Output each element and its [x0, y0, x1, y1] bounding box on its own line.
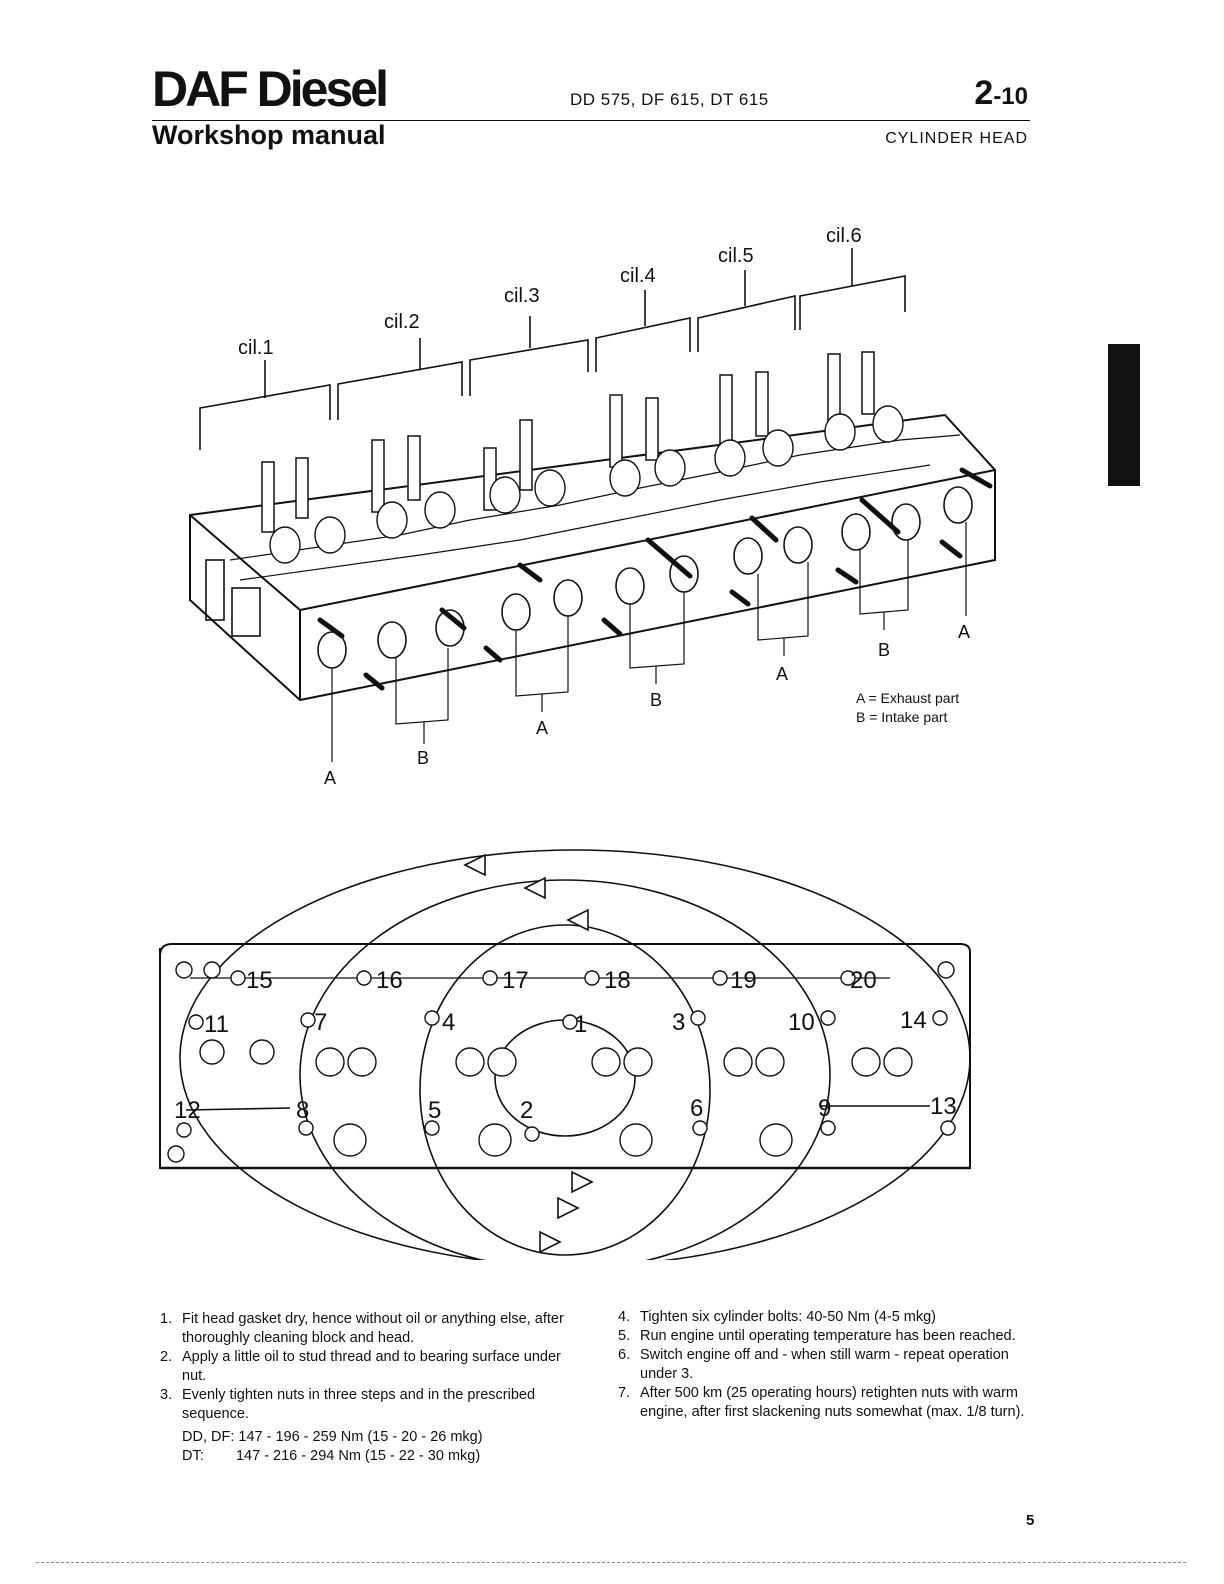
step-number: 4. — [618, 1309, 631, 1325]
header-rule — [152, 120, 1030, 121]
step-number: 7. — [618, 1385, 631, 1401]
torque-dd-df: DD, DF: 147 - 196 - 259 Nm (15 - 20 - 26… — [182, 1429, 483, 1445]
section-title: CYLINDER HEAD — [885, 130, 1028, 147]
step-number: 3. — [160, 1387, 173, 1403]
bolt-number-18: 18 — [604, 967, 631, 994]
model-list: DD 575, DF 615, DT 615 — [570, 90, 769, 109]
port-label-a: A — [776, 664, 788, 684]
instruction-step: 3. Evenly tighten nuts in three steps and… — [160, 1386, 580, 1424]
step-text: Run engine until operating temperature h… — [640, 1328, 1016, 1344]
bolt-number-19: 19 — [730, 967, 757, 994]
step-number: 5. — [618, 1328, 631, 1344]
legend-intake: B = Intake part — [856, 709, 948, 725]
cylinder-label-5: cil.5 — [718, 245, 754, 267]
instruction-step: 5. Run engine until operating temperature… — [618, 1327, 1038, 1346]
step-number: 1. — [160, 1311, 173, 1327]
bolt-number-2: 2 — [520, 1097, 533, 1124]
page-number: 5 — [1026, 1512, 1035, 1529]
step-text: Evenly tighten nuts in three steps and i… — [182, 1387, 536, 1422]
port-label-a: A — [324, 768, 336, 788]
bolt-number-3: 3 — [672, 1009, 685, 1036]
legend-exhaust: A = Exhaust part — [856, 690, 959, 706]
manual-subtitle: Workshop manual — [152, 120, 386, 150]
page-code: 2-10 — [974, 76, 1028, 110]
bolt-number-9: 9 — [818, 1095, 831, 1122]
page-code-sub: -10 — [993, 83, 1028, 110]
instruction-step: 6. Switch engine off and - when still war… — [618, 1346, 1038, 1384]
brand-title: DAF Diesel — [152, 61, 389, 117]
bolt-number-15: 15 — [246, 967, 273, 994]
instruction-step: 4. Tighten six cylinder bolts: 40-50 Nm (… — [618, 1308, 1038, 1327]
port-label-b: B — [417, 748, 429, 768]
step-number: 6. — [618, 1347, 631, 1363]
bolt-number-1: 1 — [574, 1011, 587, 1038]
cylinder-head-diagram: cil.1 cil.2 cil.3 cil.4 cil.5 cil.6 A B … — [189, 225, 996, 788]
instructions-left: 1. Fit head gasket dry, hence without oil… — [160, 1310, 580, 1466]
step-text: Switch engine off and - when still warm … — [640, 1347, 1009, 1382]
bolt-number-16: 16 — [376, 967, 403, 994]
bolt-number-10: 10 — [788, 1009, 815, 1036]
instruction-step: 1. Fit head gasket dry, hence without oil… — [160, 1310, 580, 1348]
cylinder-label-2: cil.2 — [384, 311, 420, 333]
step-text: Tighten six cylinder bolts: 40-50 Nm (4-… — [640, 1309, 937, 1325]
port-label-b: B — [878, 640, 890, 660]
bolt-number-11: 11 — [204, 1011, 229, 1038]
tightening-sequence-diagram: 1 2 3 4 5 6 7 8 9 10 11 12 13 14 15 16 1… — [159, 849, 971, 1260]
bolt-number-20: 20 — [850, 967, 877, 994]
bolt-number-5: 5 — [428, 1097, 441, 1124]
cylinder-label-6: cil.6 — [826, 225, 862, 247]
step-number: 2. — [160, 1349, 173, 1365]
bottom-rule — [36, 1562, 1186, 1564]
instruction-step: 7. After 500 km (25 operating hours) reti… — [618, 1384, 1038, 1422]
torque-values: DD, DF: 147 - 196 - 259 Nm (15 - 20 - 26… — [160, 1428, 580, 1466]
step-text: Apply a little oil to stud thread and to… — [182, 1349, 561, 1384]
port-label-b: B — [650, 690, 662, 710]
step-text: Fit head gasket dry, hence without oil o… — [182, 1311, 564, 1346]
torque-dt: DT: 147 - 216 - 294 Nm (15 - 22 - 30 mkg… — [182, 1448, 481, 1464]
section-tab-marker — [1108, 344, 1140, 486]
port-label-a: A — [958, 622, 970, 642]
bolt-number-4: 4 — [442, 1009, 455, 1036]
bolt-number-13: 13 — [930, 1093, 957, 1120]
bolt-number-8: 8 — [296, 1097, 309, 1124]
bolt-number-14: 14 — [900, 1007, 927, 1034]
bolt-number-6: 6 — [690, 1095, 703, 1122]
bolt-number-17: 17 — [502, 967, 529, 994]
cylinder-label-3: cil.3 — [504, 285, 540, 307]
instruction-step: 2. Apply a little oil to stud thread and … — [160, 1348, 580, 1386]
instructions-right: 4. Tighten six cylinder bolts: 40-50 Nm (… — [618, 1308, 1038, 1422]
step-text: After 500 km (25 operating hours) retigh… — [640, 1385, 1025, 1420]
bolt-number-7: 7 — [314, 1009, 327, 1036]
cylinder-label-4: cil.4 — [620, 265, 656, 287]
port-label-a: A — [536, 718, 548, 738]
bolt-number-12: 12 — [174, 1097, 201, 1124]
cylinder-label-1: cil.1 — [238, 337, 274, 359]
page-code-main: 2 — [974, 74, 994, 112]
